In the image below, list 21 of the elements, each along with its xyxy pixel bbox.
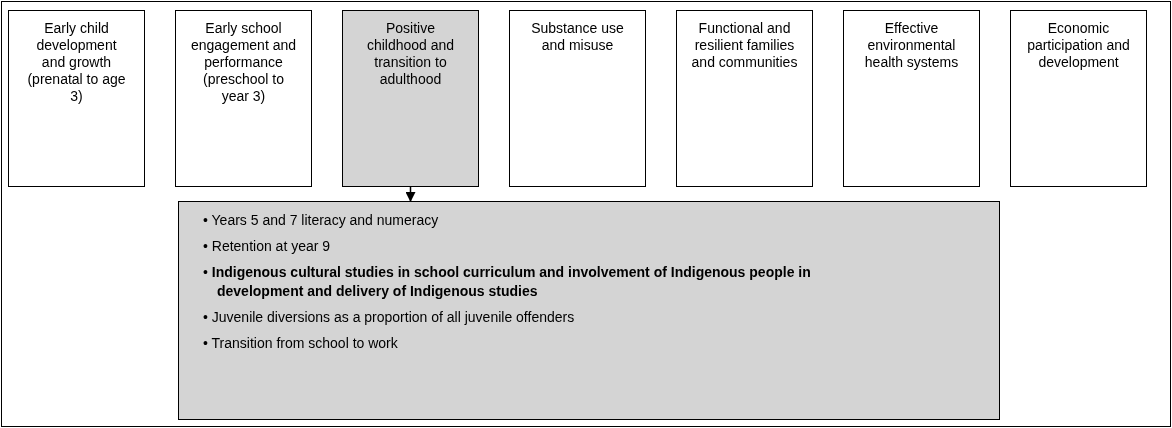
- bullet-item: • Transition from school to work: [203, 334, 399, 353]
- bullet-item: • Juvenile diversions as a proportion of all juvenile offenders: [203, 308, 576, 327]
- category-label: Effective environmental health systems: [863, 20, 960, 71]
- category-label: Positive childhood and transition to adulthood: [365, 20, 456, 88]
- bullet-item: • Years 5 and 7 literacy and numeracy: [203, 211, 440, 230]
- category-label: Economic participation and development: [1026, 20, 1131, 71]
- category-box: [1010, 10, 1147, 187]
- category-label: Substance use and misuse: [530, 20, 625, 54]
- category-label: Early child development and growth (prenatal to age 3): [26, 20, 127, 105]
- category-box: [843, 10, 980, 187]
- category-box: [342, 10, 479, 187]
- bullet-item: • Retention at year 9: [203, 237, 332, 256]
- category-label: Early school engagement and performance (preschool to year 3): [189, 20, 298, 105]
- arrow: [405, 186, 416, 202]
- category-box: [509, 10, 646, 187]
- category-box: [676, 10, 813, 187]
- category-label: Functional and resilient families and communities: [690, 20, 799, 71]
- category-box: [175, 10, 312, 187]
- indicator-list-box: [178, 201, 1000, 420]
- bullet-item: • Indigenous cultural studies in school curriculum and involvement of Indigenous people in development and delivery of Indigenous studies: [203, 263, 812, 301]
- category-box: [8, 10, 145, 187]
